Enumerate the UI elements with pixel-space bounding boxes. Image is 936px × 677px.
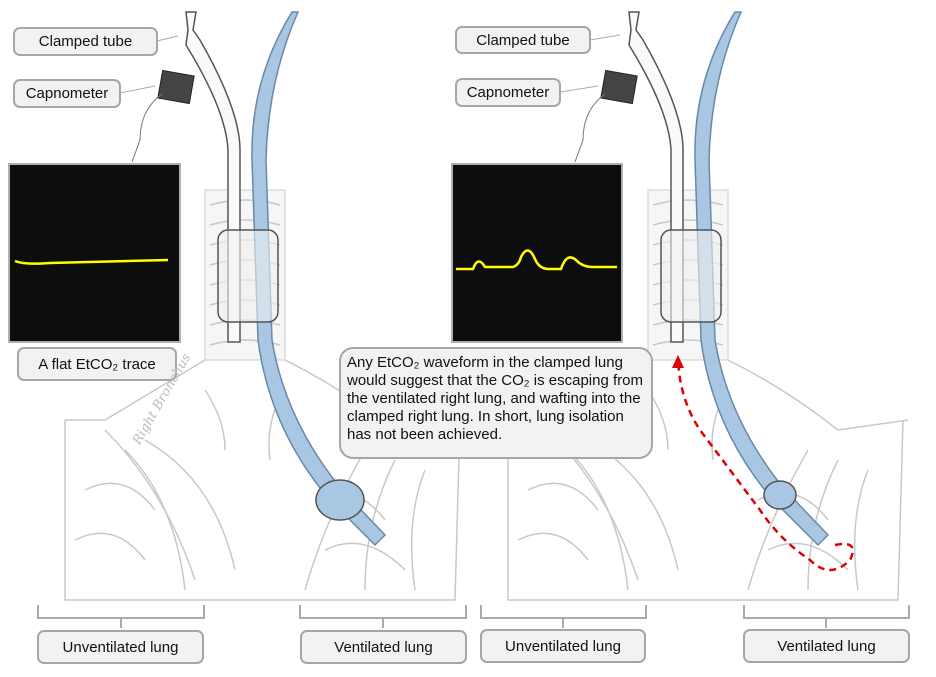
right-tubes — [574, 11, 855, 572]
brackets — [37, 605, 910, 628]
leak-path-arrow — [676, 359, 855, 572]
left-tubes — [131, 11, 387, 547]
explanation-callout: Any EtCO₂ waveform in the clamped lung w… — [339, 347, 653, 459]
left-capnograph-monitor — [8, 163, 181, 343]
right-clamped-tube-label: Clamped tube — [455, 26, 591, 54]
left-ventilated-label: Ventilated lung — [300, 630, 467, 664]
left-clamped-tube-label: Clamped tube — [13, 27, 158, 56]
right-capnometer-label: Capnometer — [455, 78, 561, 107]
right-capnograph-monitor — [451, 163, 623, 343]
right-unventilated-label: Unventilated lung — [480, 629, 646, 663]
left-unventilated-label: Unventilated lung — [37, 630, 204, 664]
right-ventilated-label: Ventilated lung — [743, 629, 910, 663]
waveform-trace — [456, 249, 617, 271]
left-capnometer-label: Capnometer — [13, 79, 121, 108]
trace-caption: A flat EtCO₂ trace — [17, 347, 177, 381]
flat-trace — [14, 258, 169, 265]
pointer-arrows — [119, 34, 621, 94]
